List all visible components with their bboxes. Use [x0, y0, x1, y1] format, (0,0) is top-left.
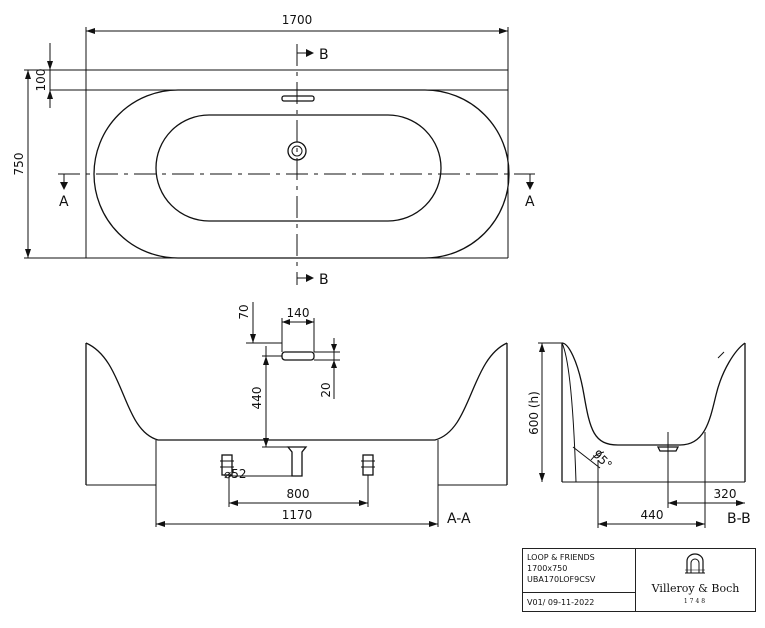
- title-block: LOOP & FRIENDS 1700x750 UBA170LOF9CSV V0…: [522, 548, 756, 612]
- plan-rim-dim: 100: [34, 69, 48, 92]
- foot-left: [221, 454, 233, 476]
- section-bb-view: 95° 600 (h) 320 440 B-B: [527, 342, 751, 528]
- plan-width-dim: 1700: [282, 13, 313, 27]
- dim-320: 320: [714, 487, 737, 501]
- plan-view: B B A A 1700 750 100: [12, 13, 535, 288]
- dim-800: 800: [287, 487, 310, 501]
- section-mark-a-right: A: [525, 194, 535, 210]
- product-size: 1700x750: [527, 564, 568, 573]
- angle-95: 95°: [590, 447, 615, 472]
- brand-name: Villeroy & Boch: [651, 582, 740, 595]
- plan-depth-dim: 750: [12, 153, 26, 176]
- title-block-info-cell: LOOP & FRIENDS 1700x750 UBA170LOF9CSV V0…: [523, 549, 636, 611]
- section-mark-b-top: B: [319, 47, 329, 63]
- drain-pipe: [286, 446, 308, 477]
- section-label-bb: B-B: [727, 511, 751, 527]
- tub-outer-outline: [93, 89, 510, 259]
- dim-440-depth: 440: [641, 508, 664, 522]
- dim-600-height: 600 (h): [527, 391, 541, 435]
- brand-logo-icon: [685, 553, 705, 574]
- dim-140: 140: [287, 306, 310, 320]
- product-name: LOOP & FRIENDS: [527, 553, 595, 562]
- brand-year: 1748: [683, 598, 708, 605]
- article-number: UBA170LOF9CSV: [527, 575, 596, 584]
- dim-waste-diameter: ⌀52: [224, 467, 247, 481]
- overflow-fitting: [281, 351, 315, 361]
- drain-fitting: [656, 446, 680, 452]
- section-aa-view: 70 140 440 20 ⌀52 800 1170: [85, 302, 508, 527]
- dim-1170: 1170: [282, 508, 313, 522]
- section-mark-b-bottom: B: [319, 272, 329, 288]
- product-info: LOOP & FRIENDS 1700x750 UBA170LOF9CSV: [527, 552, 595, 585]
- section-label-aa: A-A: [447, 511, 471, 527]
- section-mark-a-left: A: [59, 194, 69, 210]
- drawing-version: V01/ 09-11-2022: [523, 592, 635, 611]
- dim-70: 70: [237, 304, 251, 319]
- overflow-slot: [281, 95, 315, 102]
- dim-20: 20: [319, 382, 333, 397]
- tub-inner-basin: [155, 114, 442, 222]
- brand-logo-cell: Villeroy & Boch 1748: [636, 549, 755, 611]
- tub-section-profile: [85, 342, 508, 441]
- dim-440-height: 440: [250, 387, 264, 410]
- foot-right: [362, 454, 374, 476]
- tub-side-profile: [561, 342, 746, 446]
